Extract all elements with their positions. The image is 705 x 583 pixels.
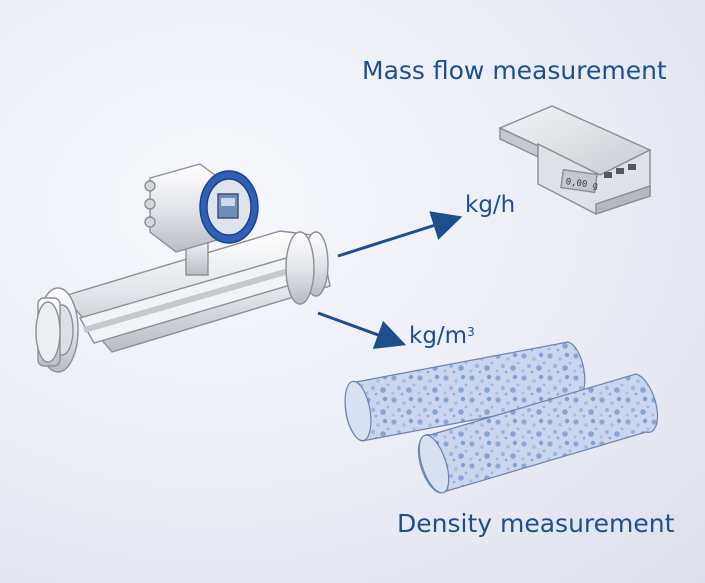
density-unit: kg/m3 (409, 323, 475, 349)
liquid-tube-icon (344, 341, 659, 494)
mass-flow-arrow (337, 211, 463, 258)
mass-flow-title: Mass flow measurement (362, 56, 667, 85)
scale-readout: 0,00 g (565, 177, 599, 191)
coriolis-flowmeter-icon (35, 163, 331, 373)
density-title: Density measurement (397, 509, 675, 538)
mass-flow-unit: kg/h (465, 192, 516, 218)
density-unit-base: kg/m (409, 323, 468, 349)
density-arrow (317, 311, 407, 349)
weighing-scale-icon: 0,00 g (498, 105, 652, 215)
density-unit-exponent: 3 (467, 325, 475, 339)
